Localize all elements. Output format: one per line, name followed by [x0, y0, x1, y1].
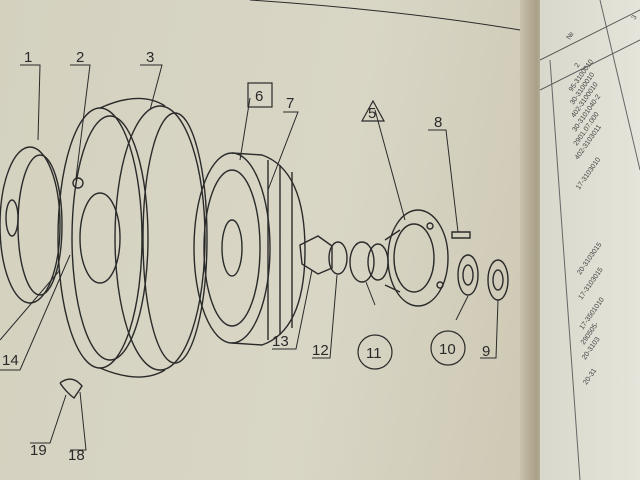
exploded-wheel-hub-diagram: 1 2 3 6 7 5 8 13 12 11 10 9 14 19 18 — [0, 0, 521, 464]
hub-cap-part — [0, 146, 63, 304]
callout-5: 5 — [368, 105, 376, 122]
callout-9: 9 — [482, 343, 490, 360]
wheel-hub-part — [384, 209, 449, 307]
table-part-code: 20-31 — [582, 367, 598, 386]
callout-2: 2 — [76, 49, 84, 66]
parts-table: № 2 3 95-310001030-3100010402-310001030-… — [540, 0, 640, 480]
stud-bolt-part — [451, 231, 471, 239]
callout-3: 3 — [146, 49, 154, 66]
callout-6: 6 — [255, 88, 263, 105]
callout-11: 11 — [366, 345, 382, 362]
callout-circle-11 — [357, 334, 393, 370]
valve-part — [59, 378, 83, 400]
callout-12: 12 — [312, 342, 329, 359]
callout-13: 13 — [272, 333, 289, 350]
page-edge-line — [249, 0, 521, 31]
seal-part — [487, 259, 509, 301]
table-header-2: 2 — [574, 62, 582, 69]
callout-1: 1 — [24, 49, 32, 66]
callout-circle-10 — [430, 330, 466, 366]
table-header-no: № — [566, 31, 576, 41]
table-header-3: 3 — [631, 14, 639, 21]
callout-10: 10 — [439, 341, 456, 358]
callout-box-6 — [247, 82, 273, 108]
callout-19: 19 — [30, 442, 47, 459]
callout-7: 7 — [286, 95, 294, 112]
wheel-rim-part — [57, 97, 208, 378]
brake-drum-part — [193, 152, 306, 346]
callout-triangle-5 — [360, 99, 386, 122]
nut-washer-bearing-parts — [299, 235, 389, 283]
callout-18: 18 — [68, 447, 85, 464]
bearing-part — [457, 254, 479, 296]
callout-8: 8 — [434, 114, 442, 131]
leader-lines — [0, 64, 499, 451]
callout-14: 14 — [2, 352, 19, 369]
